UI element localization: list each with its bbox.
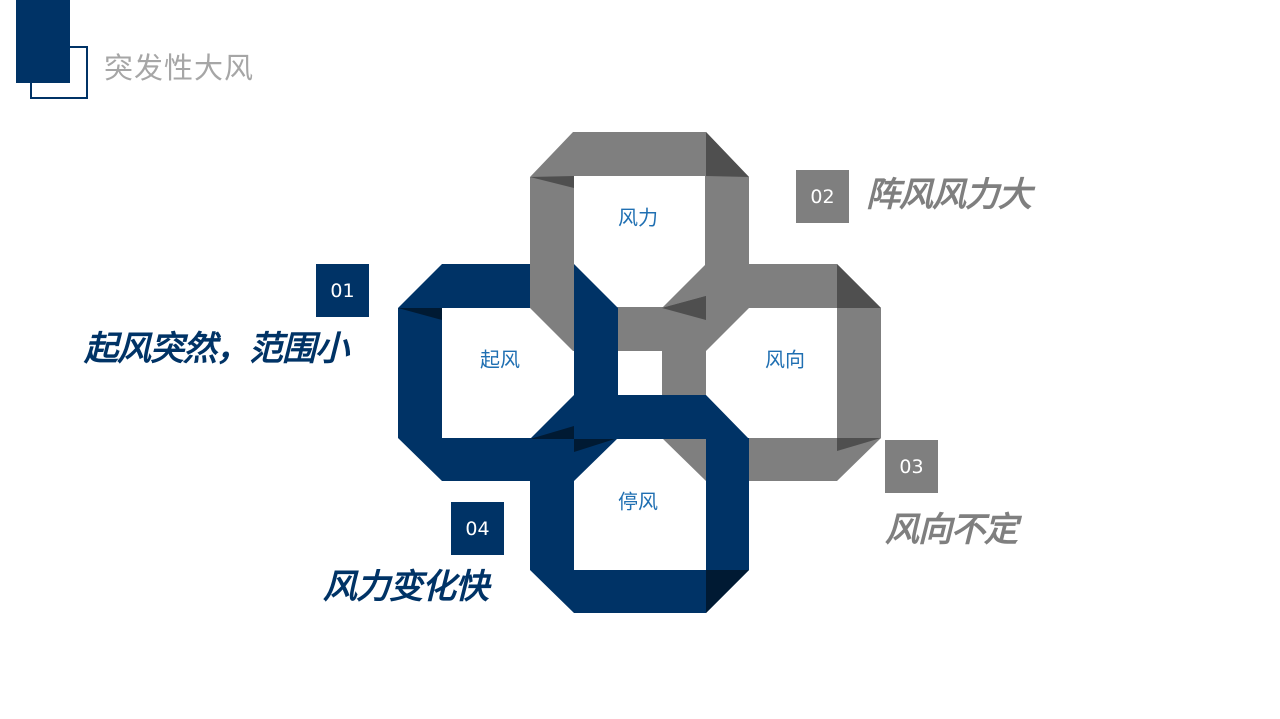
center-bottom-band bbox=[574, 395, 662, 438]
center-shade bbox=[662, 296, 706, 320]
ring-label-fengli: 风力 bbox=[618, 205, 658, 230]
page-title: 突发性大风 bbox=[104, 51, 255, 85]
item-number-badge: 03 bbox=[885, 440, 938, 493]
title-accent-frame bbox=[30, 46, 88, 99]
item-text: 起风突然，范围小 bbox=[84, 329, 349, 369]
item-text: 阵风风力大 bbox=[866, 175, 1032, 215]
ring-qifeng bbox=[398, 264, 618, 481]
item-text: 风力变化快 bbox=[323, 567, 489, 607]
overlap-right-top bbox=[706, 264, 749, 308]
overlap-top-left bbox=[530, 264, 574, 308]
overlap-bottom-right bbox=[706, 438, 749, 481]
ring-label-qifeng: 起风 bbox=[480, 347, 520, 372]
ring-tingfeng bbox=[530, 395, 749, 613]
item-number-badge: 02 bbox=[796, 170, 849, 223]
ring-label-tingfeng: 停风 bbox=[618, 489, 658, 514]
ring-fengli bbox=[530, 132, 749, 351]
center-hole bbox=[618, 351, 662, 395]
item-text: 风向不定 bbox=[885, 510, 1018, 550]
ring-label-fengxiang: 风向 bbox=[765, 347, 805, 372]
title-accent-block bbox=[16, 0, 70, 83]
item-number-badge: 04 bbox=[451, 502, 504, 555]
item-number-badge: 01 bbox=[316, 264, 369, 317]
